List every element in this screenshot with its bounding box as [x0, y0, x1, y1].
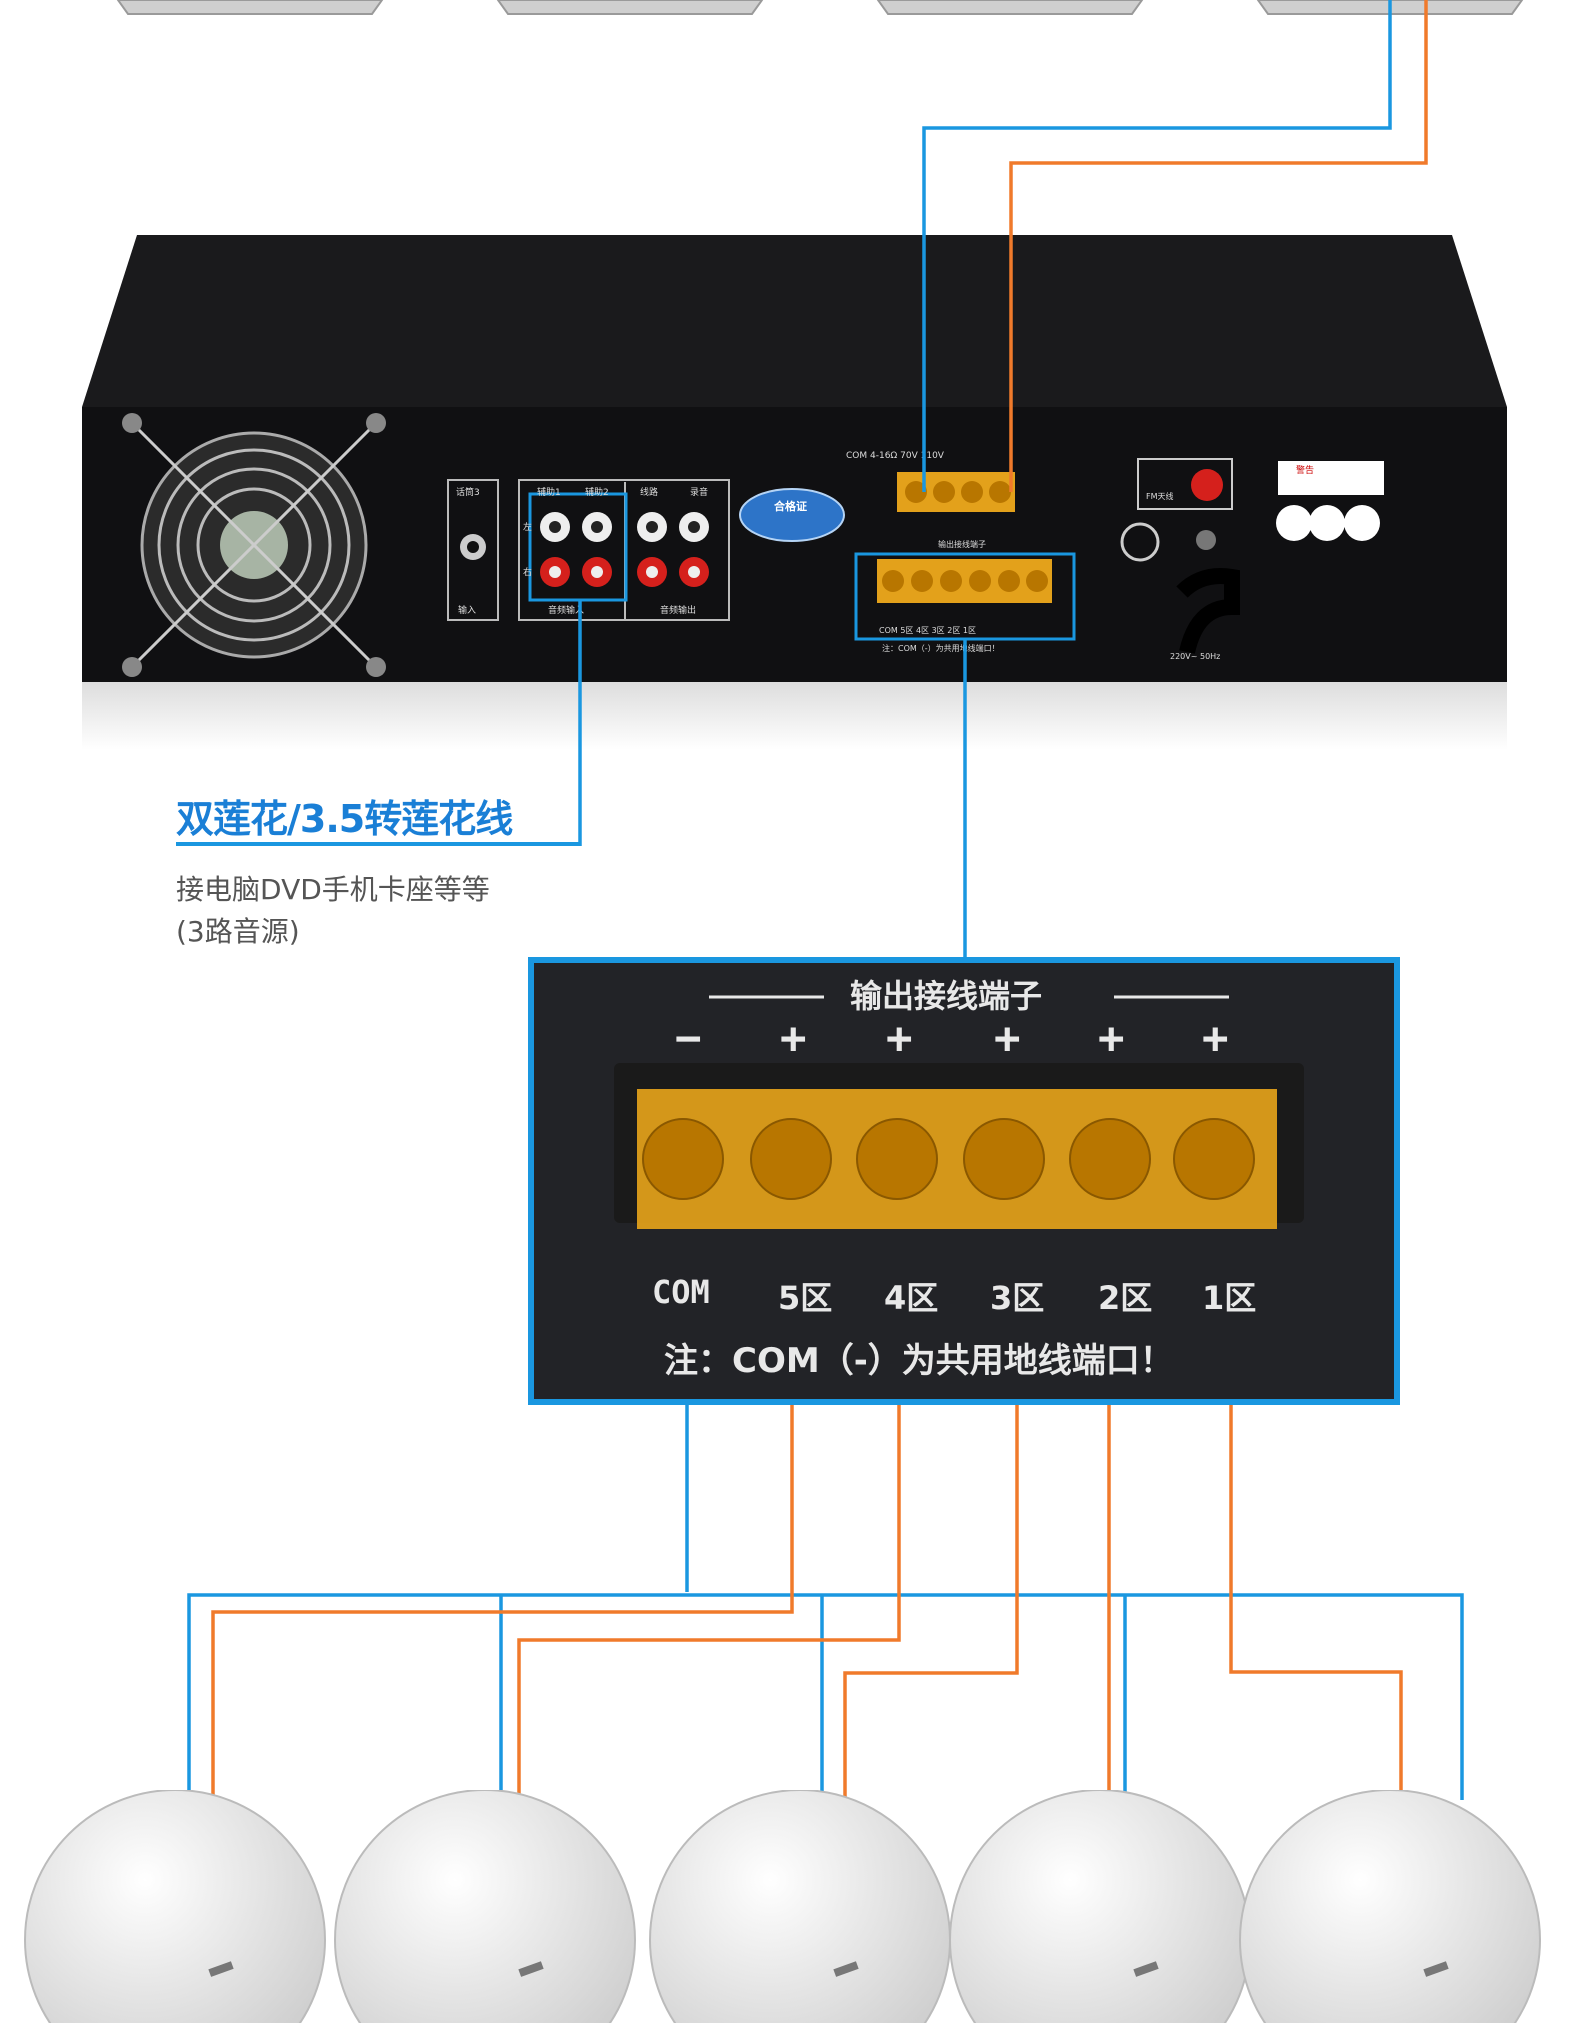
wire-top-blue — [922, 0, 1392, 492]
amp-warning-label: 警告 — [1296, 466, 1315, 476]
speaker-3 — [649, 1790, 951, 2023]
cable-title-underline — [176, 842, 580, 846]
amp-small-zones: COM 5区 4区 3区 2区 1区 — [879, 626, 976, 635]
wire-com-bus — [187, 1228, 1464, 1800]
small-terminal-bottom — [877, 559, 1052, 603]
cable-title: 双莲花/3.5转莲花线 — [176, 797, 513, 841]
speaker-2 — [334, 1790, 636, 2023]
amp-out-sub: 输出接线端子 — [938, 540, 986, 549]
ceiling-speakers — [24, 1790, 1541, 2023]
wire-zone4 — [517, 1240, 901, 1800]
amp-out-header: COM 4-16Ω 70V 110V — [846, 451, 944, 461]
speaker-1 — [24, 1790, 326, 2023]
fan — [122, 413, 386, 677]
amp-audio-in-label: 音频输入 — [548, 606, 585, 616]
amp-top — [82, 235, 1507, 407]
amp-record-label: 录音 — [690, 488, 709, 498]
fm-antenna-jack — [1191, 469, 1223, 501]
amp-power-label: 220V~ 50Hz — [1170, 652, 1221, 661]
terminal-zoom-panel: 输出接线端子 − + + + + + COM 5区 4区 3区 2区 1区 注：… — [528, 957, 1400, 1405]
top-speaker-3 — [876, 0, 1144, 15]
wire-zone3 — [843, 1230, 1019, 1800]
zone-label-com: COM — [652, 1273, 710, 1311]
zone-label-2: 2区 — [1098, 1279, 1153, 1317]
amp-audio-out-label: 音频输出 — [660, 606, 697, 616]
terminal-sign-3: + — [886, 1013, 913, 1064]
terminal-block — [614, 995, 1304, 1229]
power-cord — [1176, 568, 1240, 654]
terminal-sign-5: + — [1098, 1013, 1125, 1064]
cable-description: 接电脑DVD手机卡座等等 — [176, 873, 490, 906]
terminal-sign-1: − — [675, 1013, 702, 1064]
mic-input-box — [447, 479, 499, 621]
amp-cert-label: 合格证 — [774, 500, 807, 513]
amplifier-rear-panel — [82, 235, 1507, 682]
warning-label — [1278, 461, 1384, 495]
amp-aux2-label: 辅助2 — [585, 488, 609, 498]
wire-zone1 — [1229, 1230, 1403, 1800]
zone-label-3: 3区 — [990, 1279, 1045, 1317]
rca-jacks — [540, 512, 709, 587]
terminal-header: 输出接线端子 — [850, 977, 1043, 1015]
aux-highlight — [528, 492, 628, 602]
amp-mic-label: 话筒3 — [456, 488, 480, 498]
top-speakers — [116, 0, 1524, 15]
terminal-sign-2: + — [780, 1013, 807, 1064]
zone-label-5: 5区 — [778, 1279, 833, 1317]
amp-line-label: 线路 — [640, 488, 659, 498]
terminal-sign-4: + — [994, 1013, 1021, 1064]
top-speaker-1 — [116, 0, 384, 15]
cable-channel-count: (3路音源) — [176, 915, 300, 948]
terminal-sign-6: + — [1202, 1013, 1229, 1064]
amp-small-note: 注：COM（-）为共用地线端口！ — [882, 644, 1000, 653]
output-highlight — [854, 552, 1076, 641]
zone-label-1: 1区 — [1202, 1279, 1257, 1317]
speaker-4 — [949, 1790, 1251, 2023]
fm-box — [1137, 458, 1233, 510]
amp-right-label: 右 — [523, 568, 533, 578]
zone-label-4: 4区 — [884, 1279, 939, 1317]
wire-top-orange — [1009, 0, 1428, 492]
top-speaker-2 — [496, 0, 764, 15]
wire-zone5 — [211, 1240, 794, 1800]
amp-fm-label: FM天线 — [1146, 492, 1174, 501]
cert-badge — [739, 488, 845, 542]
terminal-note: 注：COM（-）为共用地线端口！ — [664, 1341, 1174, 1381]
speaker-5 — [1239, 1790, 1541, 2023]
amp-left-label: 左 — [523, 523, 533, 533]
amp-aux1-label: 辅助1 — [537, 488, 561, 498]
amp-reflection — [82, 680, 1507, 750]
amp-input-label: 输入 — [458, 606, 477, 616]
